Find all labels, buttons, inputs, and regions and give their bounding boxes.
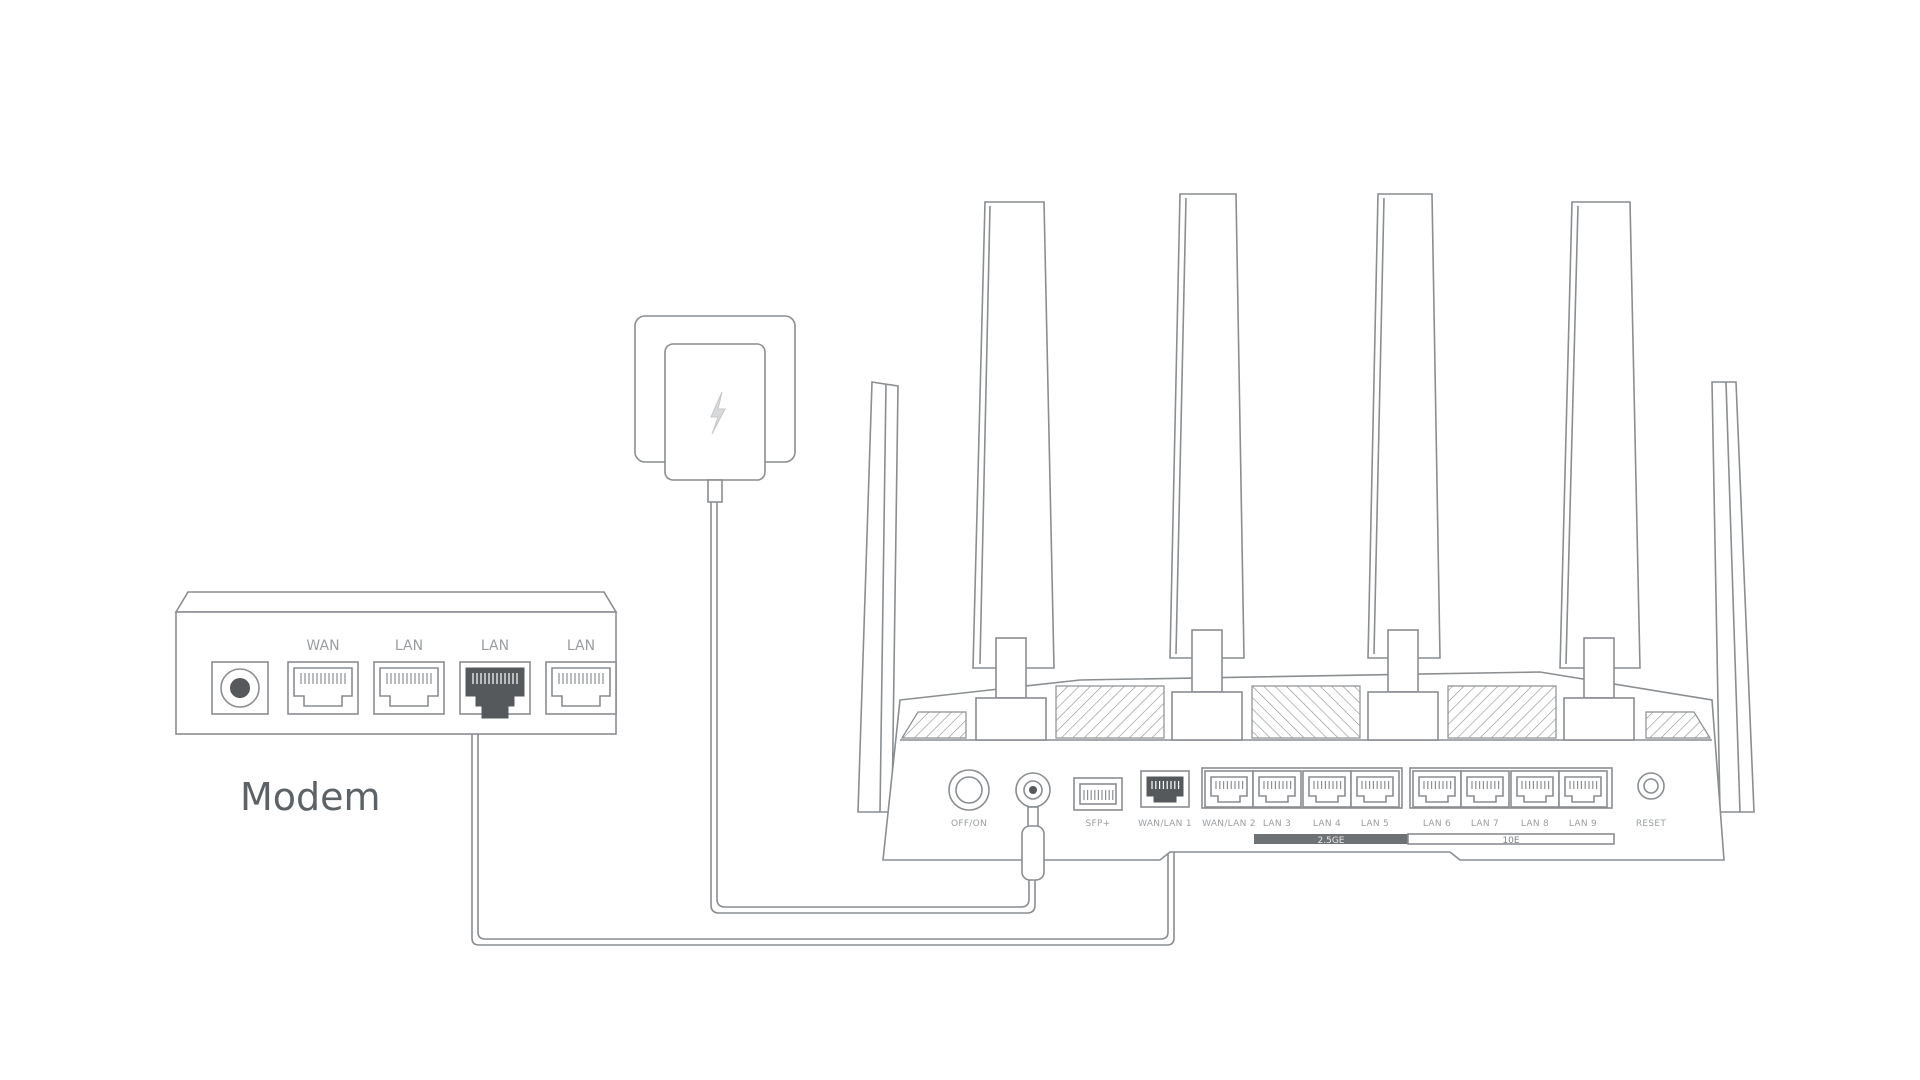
dc-power-jack <box>1015 772 1051 881</box>
power-adapter <box>634 315 796 503</box>
modem-port-label-4: LAN <box>567 638 595 654</box>
router-port-label-8: LAN 8 <box>1521 819 1549 829</box>
router-port-5: LAN 5 <box>1350 770 1400 829</box>
router-port-2: WAN/LAN 2 <box>1202 770 1256 829</box>
antenna-left-side <box>857 381 899 813</box>
modem-port-label-2: LAN <box>395 638 423 654</box>
ethernet-cable <box>471 715 1175 946</box>
modem-port-2: LAN <box>373 638 445 715</box>
reset-button <box>1637 772 1665 800</box>
sfp-port <box>1073 777 1123 811</box>
lightning-bolt-icon <box>710 391 726 435</box>
antenna-right-side <box>1711 381 1755 813</box>
router-port-1: WAN/LAN 1 <box>1138 770 1192 829</box>
modem: WAN LAN LAN LAN <box>174 591 618 735</box>
modem-power-port <box>211 661 269 715</box>
modem-port-label-1: WAN <box>306 638 339 654</box>
router-port-label-4: LAN 4 <box>1313 819 1341 829</box>
router-port-label-9: LAN 9 <box>1569 819 1597 829</box>
speed-bar-10ge: 10E <box>1407 833 1615 846</box>
router-port-4: LAN 4 <box>1302 770 1352 829</box>
router-port-9: LAN 9 <box>1558 770 1608 829</box>
vent-grille <box>900 685 1712 739</box>
antenna-3 <box>1367 193 1441 741</box>
modem-title: Modem <box>240 775 381 819</box>
router-port-label-2: WAN/LAN 2 <box>1202 819 1256 829</box>
router-port-7: LAN 7 <box>1460 770 1510 829</box>
speed-label-10ge: 10E <box>1502 836 1519 846</box>
router-port-label-5: LAN 5 <box>1361 819 1389 829</box>
modem-port-label-3: LAN <box>481 638 509 654</box>
router-port-label-6: LAN 6 <box>1423 819 1451 829</box>
speed-bar-2.5ge: 2.5GE <box>1254 834 1408 846</box>
router-port-6: LAN 6 <box>1412 770 1462 829</box>
modem-port-3: LAN <box>459 638 531 719</box>
router-port-3: LAN 3 <box>1252 770 1302 829</box>
modem-port-4: LAN <box>545 638 617 715</box>
modem-port-1: WAN <box>287 638 359 715</box>
antenna-2 <box>1169 193 1245 741</box>
speed-label-2.5ge: 2.5GE <box>1318 836 1345 846</box>
router: OFF/ON SFP+ WAN/LAN 1 WAN/LAN 2 LAN 3 LAN 4… <box>857 193 1755 881</box>
router-port-label-1: WAN/LAN 1 <box>1138 819 1192 829</box>
antenna-4 <box>1559 201 1641 741</box>
antenna-1 <box>972 201 1055 741</box>
router-port-label-3: LAN 3 <box>1263 819 1291 829</box>
router-port-8: LAN 8 <box>1510 770 1560 829</box>
power-switch <box>948 769 990 811</box>
reset-label: RESET <box>1636 819 1667 829</box>
power-switch-label: OFF/ON <box>951 819 987 829</box>
sfp-label: SFP+ <box>1085 819 1110 829</box>
router-port-label-7: LAN 7 <box>1471 819 1499 829</box>
power-cable <box>710 500 1036 914</box>
